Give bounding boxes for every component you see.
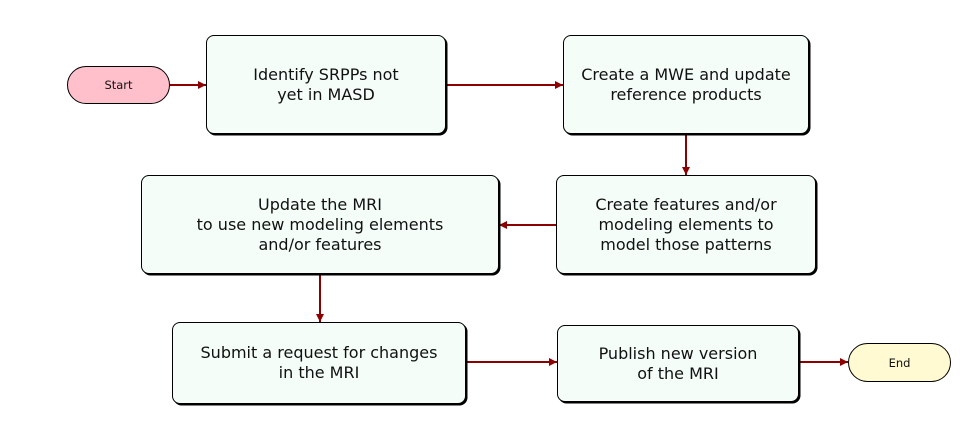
- end-label: End: [888, 355, 911, 370]
- create-mwe-node: Create a MWE and update reference produc…: [563, 35, 809, 134]
- identify-srpps-node: Identify SRPPs not yet in MASD: [206, 35, 446, 134]
- publish-version-node: Publish new version of the MRI: [557, 325, 799, 402]
- end-node: End: [848, 343, 951, 382]
- publish-version-label: Publish new version of the MRI: [598, 343, 758, 383]
- update-mri-label: Update the MRI to use new modeling eleme…: [196, 194, 444, 254]
- create-features-node: Create features and/or modeling elements…: [556, 175, 816, 274]
- start-node: Start: [67, 66, 170, 104]
- identify-srpps-label: Identify SRPPs not yet in MASD: [253, 64, 399, 104]
- create-features-label: Create features and/or modeling elements…: [595, 194, 777, 254]
- start-label: Start: [104, 78, 133, 92]
- submit-request-label: Submit a request for changes in the MRI: [200, 343, 438, 382]
- submit-request-node: Submit a request for changes in the MRI: [172, 322, 466, 404]
- update-mri-node: Update the MRI to use new modeling eleme…: [141, 175, 499, 274]
- create-mwe-label: Create a MWE and update reference produc…: [581, 64, 791, 104]
